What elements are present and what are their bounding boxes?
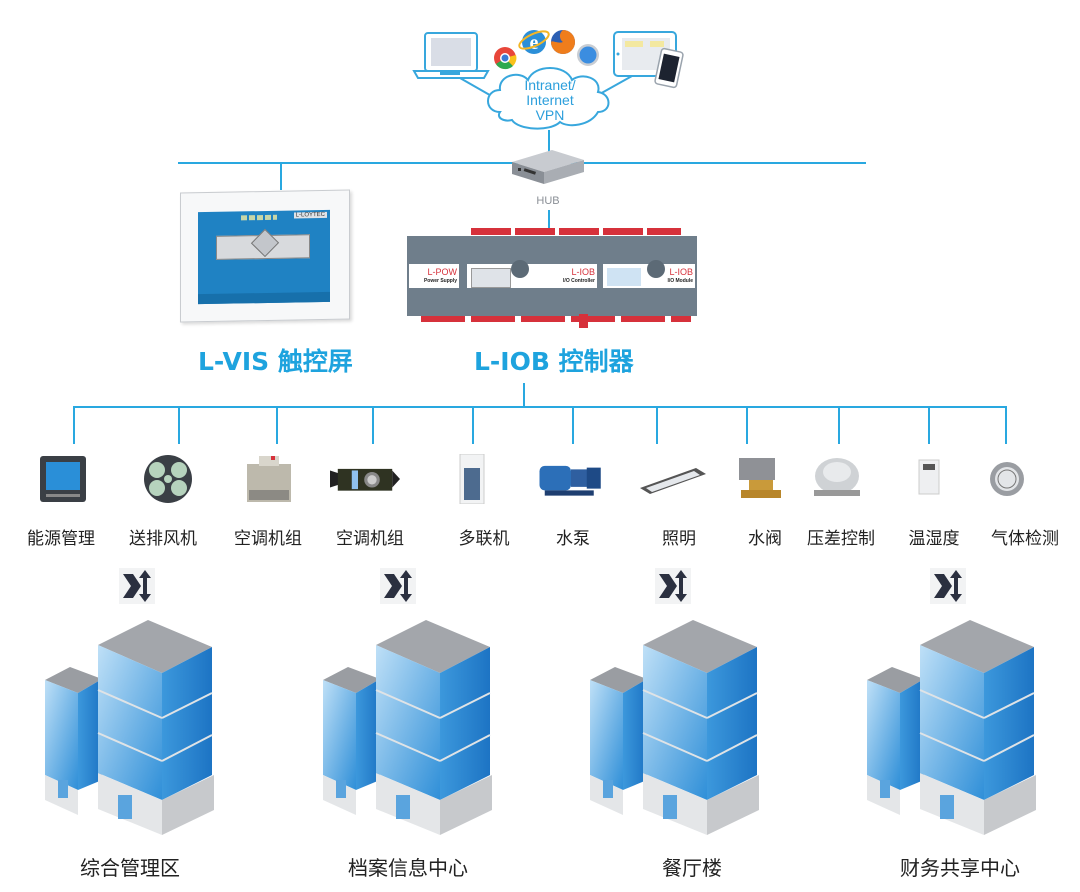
hub-controller-link xyxy=(548,210,550,228)
building-icon xyxy=(862,615,1042,840)
gas-detector-icon xyxy=(990,462,1024,496)
device-drop-line xyxy=(276,406,278,444)
light-fixture-icon xyxy=(640,468,706,494)
cloud-line-1: Intranet/ xyxy=(524,77,576,93)
device-label: 多联机 xyxy=(458,529,510,549)
module-display xyxy=(607,268,641,286)
phone-icon xyxy=(654,47,684,89)
touchscreen-footer xyxy=(198,291,330,305)
module-dial[interactable] xyxy=(647,260,665,278)
safari-icon xyxy=(577,44,599,66)
energy-meter-icon xyxy=(40,456,86,502)
touchscreen-display: L-LOYTEC xyxy=(198,209,330,305)
hub-icon xyxy=(512,150,584,184)
device-drop-line xyxy=(838,406,840,444)
hub-label: HUB xyxy=(536,195,560,207)
module-io2-name: L-IOB xyxy=(669,267,693,277)
device-drop-line xyxy=(572,406,574,444)
building-icon xyxy=(40,615,220,840)
water-valve-icon xyxy=(739,458,781,498)
controller-field-link xyxy=(523,383,525,407)
device-drop-line xyxy=(472,406,474,444)
device-label: 空调机组 xyxy=(336,529,404,549)
module-io-sub: I/O Controller xyxy=(563,278,595,284)
device-drop-line xyxy=(178,406,180,444)
device-label: 空调机组 xyxy=(234,529,302,549)
data-exchange-icon xyxy=(655,568,691,604)
touchscreen-device: L-LOYTEC xyxy=(180,189,350,323)
module-power: L-POW Power Supply xyxy=(409,264,459,288)
humidity-sensor-icon xyxy=(918,459,940,495)
vrf-unit-icon xyxy=(459,454,485,504)
device-drop-line xyxy=(1005,406,1007,444)
device-label: 送排风机 xyxy=(129,529,197,549)
device-drop-line xyxy=(656,406,658,444)
bottom-terminals xyxy=(421,316,691,322)
building-label: 档案信息中心 xyxy=(348,856,468,880)
module-power-sub: Power Supply xyxy=(423,278,457,284)
cloud-line-3: VPN xyxy=(535,107,565,123)
laptop-icon xyxy=(412,32,490,79)
building-label: 财务共享中心 xyxy=(900,856,1020,880)
device-drop-line xyxy=(928,406,930,444)
building-label: 综合管理区 xyxy=(80,856,180,880)
data-exchange-icon xyxy=(119,568,155,604)
module-power-name: L-POW xyxy=(427,267,457,277)
device-label: 温湿度 xyxy=(908,529,960,549)
controller-device: L-POW Power Supply L-IOB I/O Controller … xyxy=(407,228,697,330)
cloud-hub-link xyxy=(548,130,550,152)
touchscreen-link xyxy=(280,162,282,190)
din-clip xyxy=(579,314,588,328)
cloud-line-2: Internet xyxy=(526,92,574,108)
device-drop-line xyxy=(746,406,748,444)
device-drop-line xyxy=(372,406,374,444)
device-label: 水泵 xyxy=(556,529,590,549)
top-terminals xyxy=(471,228,681,235)
controller-title: L-IOB 控制器 xyxy=(474,347,634,376)
device-label: 能源管理 xyxy=(27,529,95,549)
device-label: 压差控制 xyxy=(807,529,875,549)
field-bus xyxy=(73,406,1007,408)
air-handler-icon xyxy=(330,468,400,491)
cloud-icon xyxy=(487,67,610,130)
module-io-module: L-IOB I/O Module xyxy=(603,260,695,288)
device-label: 照明 xyxy=(662,529,696,549)
touchscreen-brand: L-LOYTEC xyxy=(293,211,327,219)
lcd-display xyxy=(471,268,511,288)
device-drop-line xyxy=(73,406,75,444)
water-pump-icon xyxy=(539,465,601,496)
network-top: e xyxy=(412,30,684,130)
module-io2-sub: I/O Module xyxy=(667,278,693,284)
touchscreen-title: L-VIS 触控屏 xyxy=(198,347,353,376)
module-io-name: L-IOB xyxy=(571,267,595,277)
cloud-label: Intranet/ Internet VPN xyxy=(495,78,605,123)
data-exchange-icon xyxy=(930,568,966,604)
ie-icon: e xyxy=(518,30,550,54)
exhaust-fan-icon xyxy=(144,455,192,503)
data-exchange-icon xyxy=(380,568,416,604)
touchscreen-toolbar xyxy=(241,214,277,221)
building-label: 餐厅楼 xyxy=(662,856,722,880)
jog-dial[interactable] xyxy=(511,260,529,278)
chrome-icon xyxy=(494,47,517,70)
cooling-tower-icon xyxy=(247,456,291,502)
firefox-icon xyxy=(551,30,575,54)
building-icon xyxy=(318,615,498,840)
pressure-switch-icon xyxy=(814,458,860,496)
building-icon xyxy=(585,615,765,840)
device-label: 气体检测 xyxy=(991,529,1059,549)
device-label: 水阀 xyxy=(748,529,782,549)
svg-text:e: e xyxy=(530,32,539,54)
module-io-controller: L-IOB I/O Controller xyxy=(467,260,597,288)
